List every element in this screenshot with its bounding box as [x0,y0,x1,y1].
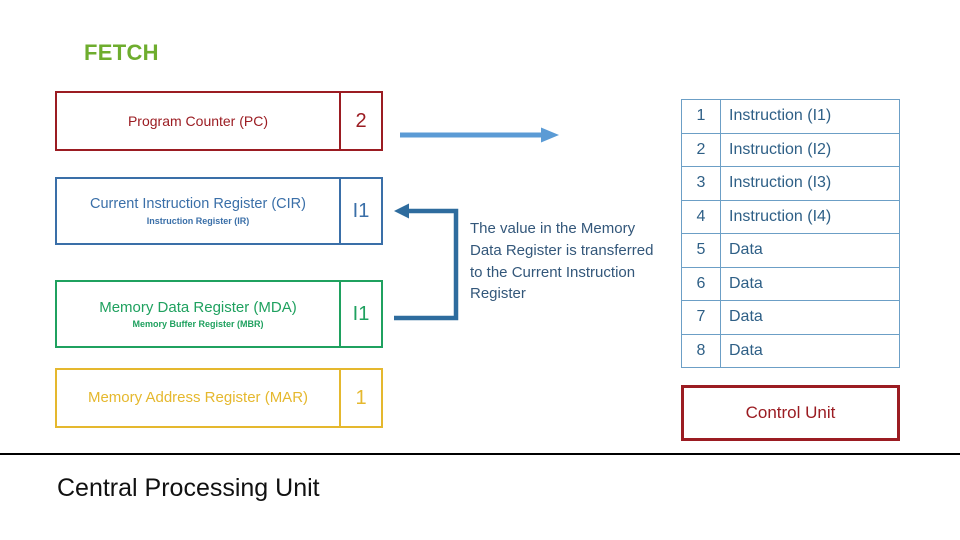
memory-content-cell: Data [720,233,900,268]
register-value-memory-address-register: 1 [340,368,383,428]
register-row-memory-data-register: Memory Data Register (MDA) Memory Buffer… [55,280,383,348]
memory-address-cell: 4 [681,199,721,234]
register-name-cell-current-instruction-register: Current Instruction Register (CIR) Instr… [55,177,340,245]
memory-address-cell: 1 [681,99,721,134]
table-row: 4 Instruction (I4) [681,199,900,234]
memory-address-cell: 5 [681,233,721,268]
memory-content-cell: Data [720,333,900,368]
control-unit-label: Control Unit [745,403,836,422]
table-row: 5 Data [681,233,900,268]
arrow-bracket-mdr-to-cir-icon [394,203,459,321]
memory-address-cell: 6 [681,266,721,301]
register-sublabel-current-instruction-register: Instruction Register (IR) [146,215,250,226]
control-unit-box: Control Unit [681,385,900,441]
register-name-cell-memory-address-register: Memory Address Register (MAR) [55,368,340,428]
register-row-memory-address-register: Memory Address Register (MAR) 1 [55,368,383,428]
arrow-right-icon [400,127,559,143]
register-name-cell-memory-data-register: Memory Data Register (MDA) Memory Buffer… [55,280,340,348]
register-label-memory-data-register: Memory Data Register (MDA) [99,299,297,317]
memory-content-cell: Data [720,300,900,335]
page-title: FETCH [84,40,159,65]
cpu-divider [0,453,960,455]
register-row-current-instruction-register: Current Instruction Register (CIR) Instr… [55,177,383,245]
register-name-cell-program-counter: Program Counter (PC) [55,91,340,151]
table-row: 6 Data [681,266,900,301]
cpu-caption: Central Processing Unit [57,474,320,502]
memory-address-cell: 7 [681,300,721,335]
table-row: 3 Instruction (I3) [681,166,900,201]
memory-content-cell: Instruction (I3) [720,166,900,201]
register-value-program-counter: 2 [340,91,383,151]
memory-table-body: 1 Instruction (I1) 2 Instruction (I2) 3 … [681,99,900,368]
memory-content-cell: Instruction (I1) [720,99,900,134]
register-label-current-instruction-register: Current Instruction Register (CIR) [90,196,306,213]
register-value-memory-data-register: I1 [340,280,383,348]
register-value-current-instruction-register: I1 [340,177,383,245]
memory-address-cell: 2 [681,132,721,167]
register-label-program-counter: Program Counter (PC) [127,112,269,129]
register-label-memory-address-register: Memory Address Register (MAR) [87,389,309,407]
register-sublabel-memory-data-register: Memory Buffer Register (MBR) [132,318,264,329]
table-row: 7 Data [681,300,900,335]
memory-content-cell: Instruction (I2) [720,132,900,167]
transfer-annotation-text: The value in the Memory Data Register is… [470,220,654,303]
memory-content-cell: Instruction (I4) [720,199,900,234]
memory-address-cell: 8 [681,333,721,368]
register-row-program-counter: Program Counter (PC) 2 [55,91,383,151]
memory-address-cell: 3 [681,166,721,201]
memory-content-cell: Data [720,266,900,301]
memory-table: 1 Instruction (I1) 2 Instruction (I2) 3 … [681,99,900,368]
table-row: 8 Data [681,333,900,368]
table-row: 2 Instruction (I2) [681,132,900,167]
table-row: 1 Instruction (I1) [681,99,900,134]
